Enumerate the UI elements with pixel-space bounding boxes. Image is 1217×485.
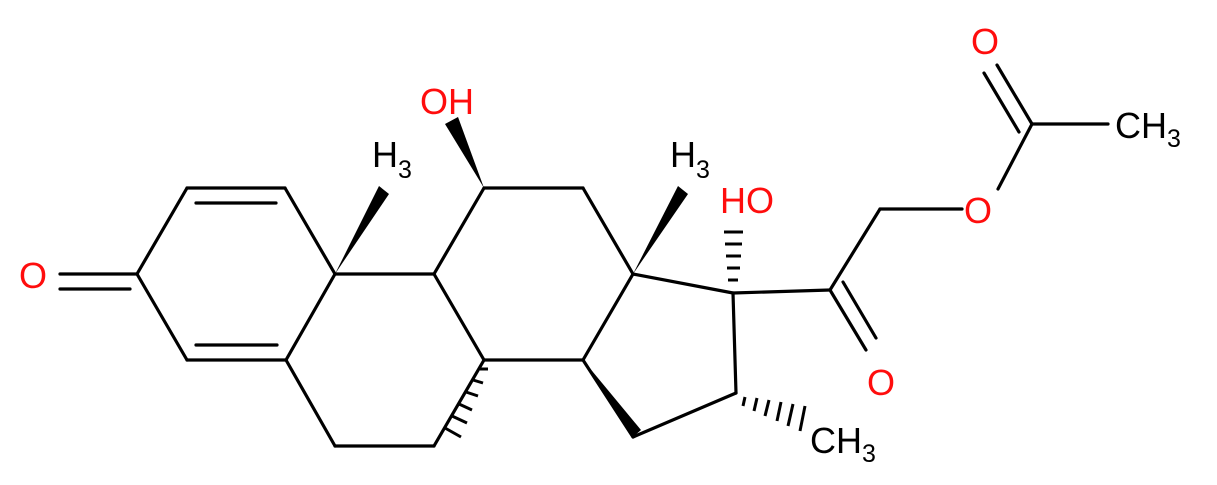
bond-c8-c9 bbox=[432, 272, 486, 362]
c20-ketone-oxygen-label: O bbox=[867, 362, 895, 403]
bond-c17-c20 bbox=[731, 288, 832, 295]
wedge-c13-ch3 bbox=[633, 186, 688, 274]
bond-c16-c17 bbox=[731, 291, 738, 395]
methyl-c10-label: H3 bbox=[372, 134, 412, 184]
methyl-c10-h: H bbox=[372, 134, 398, 175]
bond-c20-c21 bbox=[828, 207, 882, 292]
ester-bridge-oxygen-label: O bbox=[964, 190, 992, 231]
methyl-c16-ch: CH bbox=[810, 420, 862, 461]
bond-c13-c14 bbox=[581, 272, 635, 362]
stereo-layer bbox=[335, 117, 807, 439]
hydroxyl-c11-label: OH bbox=[420, 81, 474, 122]
acetyl-methyl-label: CH3 bbox=[1115, 105, 1181, 153]
methyl-c13-sub: 3 bbox=[696, 156, 710, 184]
methyl-c10-sub: 3 bbox=[398, 156, 412, 184]
wedge-c14-c15 bbox=[583, 360, 641, 437]
bond-c20-o bbox=[828, 288, 868, 352]
bond-c2-c3 bbox=[135, 186, 189, 276]
bond-c5-c6 bbox=[284, 358, 337, 448]
bond-c17-c13 bbox=[631, 272, 735, 295]
hash-c16-ch3 bbox=[741, 396, 807, 432]
bond-c5-c10 bbox=[284, 272, 337, 362]
hash-c17-oh bbox=[724, 230, 743, 282]
ketone-oxygen-label: O bbox=[19, 255, 47, 296]
hash-c8-h bbox=[444, 367, 488, 439]
bond-c10-c1 bbox=[283, 186, 337, 276]
bond-cacyl-o bbox=[995, 63, 1034, 126]
wedge-c10-ch3 bbox=[335, 186, 389, 274]
bond-c15-c16 bbox=[631, 391, 738, 439]
methyl-c16-label: CH3 bbox=[810, 420, 876, 468]
acetyl-methyl-sub: 3 bbox=[1167, 125, 1181, 153]
label-layer: O OH H3 H3 HO O CH3 O O CH3 bbox=[19, 21, 1181, 468]
bond-layer bbox=[58, 63, 1110, 448]
bond-o-cacyl bbox=[996, 122, 1034, 191]
bond-c3-c4 bbox=[135, 272, 189, 362]
bond-c9-c11 bbox=[432, 186, 486, 276]
bond-c12-c13 bbox=[581, 186, 635, 276]
methyl-c13-h: H bbox=[670, 134, 696, 175]
bond-c7-c8 bbox=[432, 358, 486, 448]
bond-c20-o-double bbox=[841, 280, 878, 340]
methyl-c13-label: H3 bbox=[670, 134, 710, 184]
wedge-c11-oh bbox=[445, 117, 484, 188]
acetyl-methyl-ch: CH bbox=[1115, 105, 1167, 146]
methyl-c16-sub: 3 bbox=[862, 440, 876, 468]
hydroxyl-c17-label: HO bbox=[720, 180, 774, 221]
ester-carbonyl-oxygen-label: O bbox=[971, 21, 999, 62]
bond-cacyl-o-double bbox=[982, 71, 1021, 134]
